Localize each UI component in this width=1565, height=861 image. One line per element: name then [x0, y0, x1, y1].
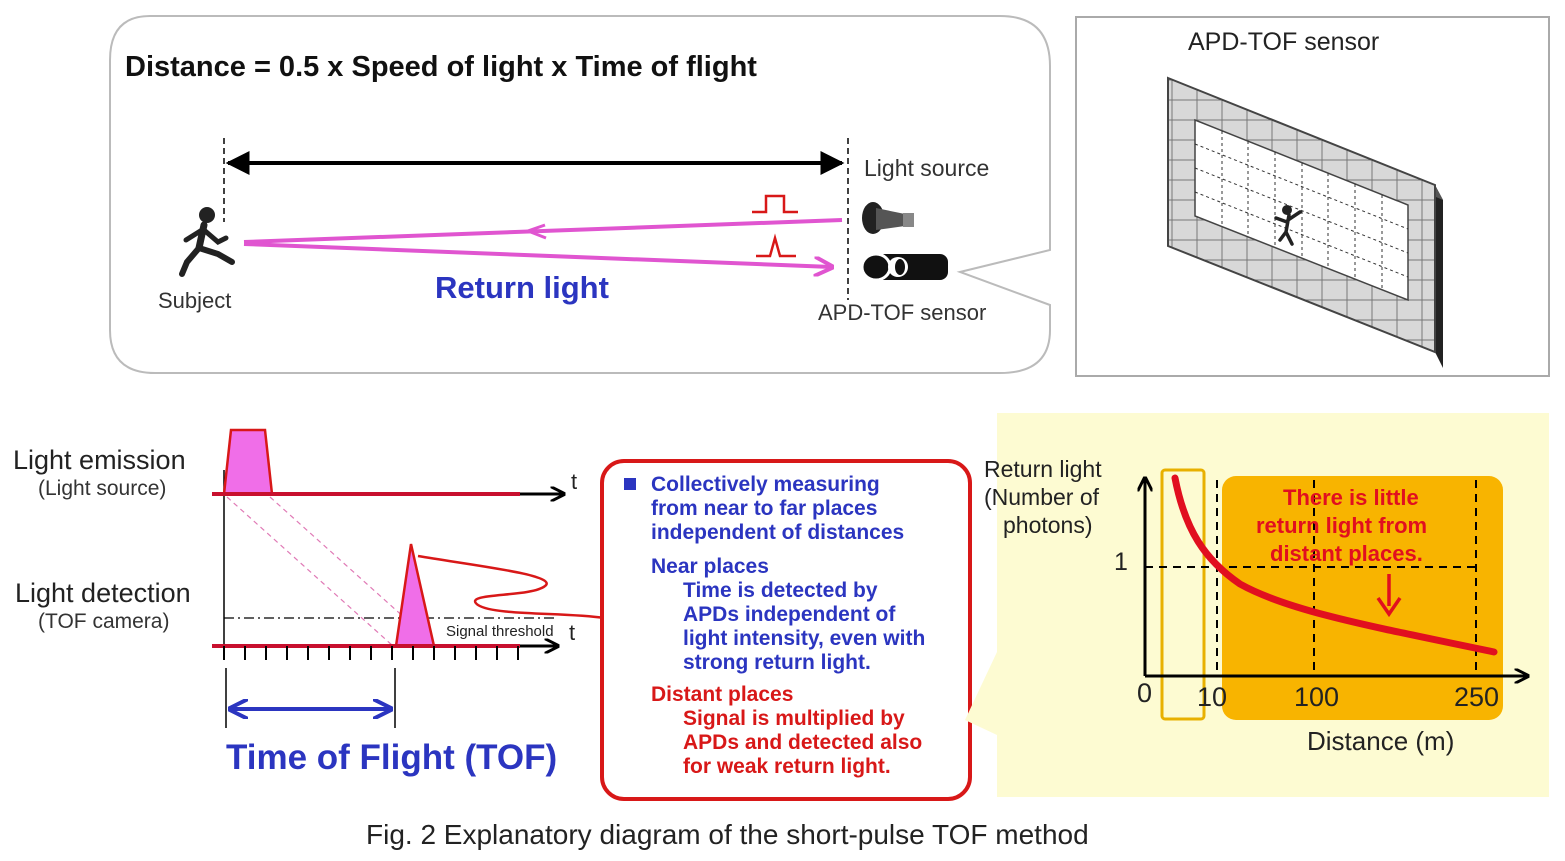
callout-near-line-3: light intensity, even with: [683, 627, 925, 650]
sensor-panel-title: APD-TOF sensor: [1188, 28, 1379, 56]
chart-x-tick-250: 250: [1454, 682, 1499, 712]
running-person-icon: [179, 207, 235, 277]
subject-label: Subject: [158, 288, 231, 313]
callout-distant-line-2: APDs and detected also: [683, 731, 922, 754]
chart-x-tick-10: 10: [1197, 682, 1227, 712]
callout-distant-title: Distant places: [651, 683, 793, 706]
return-light-decay-curve: [1171, 474, 1498, 656]
emission-pulse: [222, 428, 274, 496]
emitted-pulse-icon: [752, 194, 798, 214]
detection-pulse: [394, 543, 436, 648]
callout-near-line-2: APDs independent of: [683, 603, 896, 626]
explanation-panel: [109, 15, 1051, 374]
callout-near-line-1: Time is detected by: [683, 579, 878, 602]
chart-annotation-line-2: return light from: [1256, 513, 1427, 538]
light-emission-sub: (Light source): [38, 477, 166, 500]
received-pulse-icon: [756, 233, 796, 258]
callout-bullet-line-2: from near to far places: [651, 497, 877, 520]
bullet-square-icon: [624, 478, 636, 490]
sensor-array-illustration: [1167, 76, 1443, 368]
light-source-label: Light source: [864, 155, 989, 181]
light-source-icon: [862, 202, 914, 234]
tof-label: Time of Flight (TOF): [226, 738, 557, 777]
emitted-light-path: [243, 218, 843, 244]
detection-t-label: t: [569, 620, 575, 645]
distant-region-highlight: [1222, 476, 1503, 720]
near-region-highlight: [1160, 468, 1206, 721]
chart-x-tick-100: 100: [1294, 682, 1339, 712]
chart-annotation-line-3: distant places.: [1270, 541, 1423, 566]
emission-t-label: t: [571, 469, 577, 494]
chart-y-tick-1: 1: [1114, 548, 1128, 576]
callout-near-title: Near places: [651, 555, 769, 578]
callout-near-line-4: strong return light.: [683, 651, 871, 674]
apd-tof-sensor-icon: [860, 252, 948, 282]
signal-threshold-label: Signal threshold: [446, 623, 554, 640]
chart-xlabel: Distance (m): [1307, 726, 1454, 756]
sensor-label: APD-TOF sensor: [818, 300, 986, 325]
callout-distant-line-3: for weak return light.: [683, 755, 891, 778]
chart-ylabel-line-2: (Number of: [984, 484, 1100, 510]
time-ticks: [223, 646, 519, 660]
chart-x-tick-0: 0: [1137, 678, 1152, 708]
return-light-label: Return light: [435, 270, 609, 305]
light-emission-label: Light emission: [13, 445, 186, 475]
callout-box: [600, 459, 972, 801]
chart-guides: [1145, 480, 1478, 676]
chart-ylabel-line-3: photons): [1003, 512, 1093, 538]
callout-bullet-line-1: Collectively measuring: [651, 473, 880, 496]
return-light-path: [243, 242, 832, 267]
chart-annotation-line-1: There is little: [1283, 485, 1419, 510]
formula-text: Distance = 0.5 x Speed of light x Time o…: [125, 51, 757, 83]
light-detection-sub: (TOF camera): [38, 610, 169, 633]
callout-distant-line-1: Signal is multiplied by: [683, 707, 905, 730]
chart-ylabel-line-1: Return light: [984, 456, 1102, 482]
figure-caption: Fig. 2 Explanatory diagram of the short-…: [366, 819, 1089, 850]
callout-connector: [417, 554, 605, 620]
callout-bullet-line-3: independent of distances: [651, 521, 904, 544]
light-detection-label: Light detection: [15, 578, 191, 608]
